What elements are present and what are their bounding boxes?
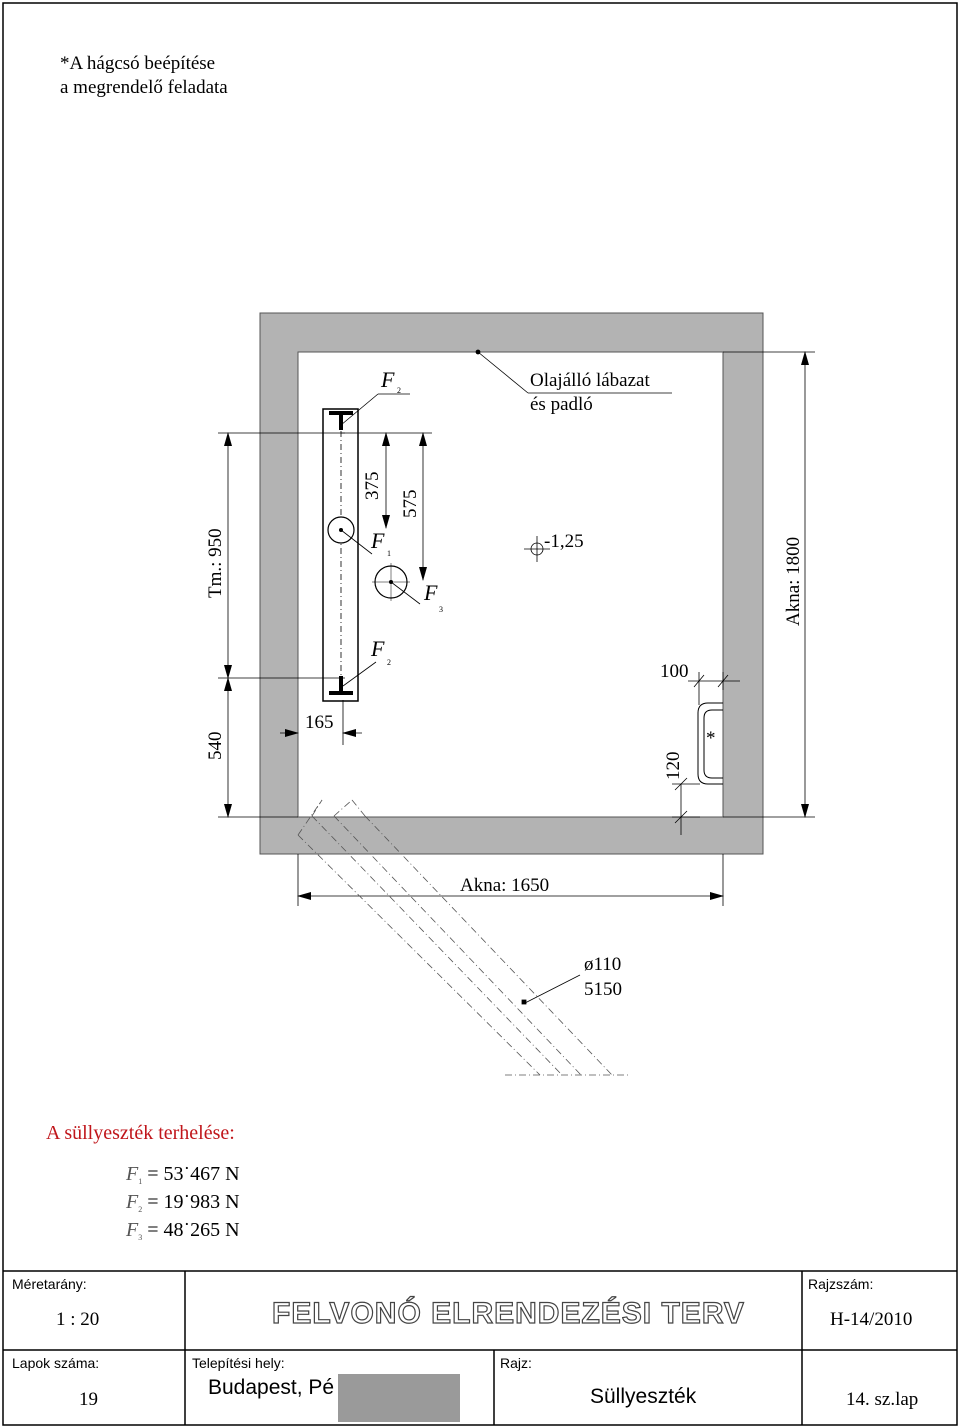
leader-lines	[340, 349, 672, 687]
f2-bottom-label: F	[370, 636, 385, 661]
drawing-type-label: Rajz:	[500, 1355, 532, 1371]
dimension-100-120	[672, 672, 740, 835]
dimension-165-text: 165	[305, 712, 334, 733]
drain-pipe	[297, 799, 630, 1076]
load-f1-sub: 1	[138, 1177, 143, 1186]
f3-label: F	[423, 580, 438, 605]
load-f3-symbol: F	[126, 1219, 139, 1241]
f2-bottom-sub: 2	[387, 658, 391, 667]
floor-note-line2: és padló	[530, 394, 593, 415]
f3-sub: 3	[439, 605, 443, 614]
drawing-number-value: H-14/2010	[830, 1309, 913, 1330]
dimension-left	[218, 432, 345, 818]
dimension-375-text: 375	[362, 472, 383, 501]
f2-top-sub: 2	[397, 386, 401, 395]
redacted-area	[338, 1374, 460, 1422]
load-row-f2: F2 = 19˙983 N	[126, 1191, 240, 1214]
scale-value: 1 : 20	[56, 1309, 100, 1330]
dimension-120-text: 120	[663, 752, 684, 781]
loads-title: A süllyeszték terhelése:	[46, 1122, 235, 1144]
drawing-title: FELVONÓ ELRENDEZÉSI TERV	[271, 1296, 745, 1330]
dimension-540-text: 540	[205, 732, 226, 761]
load-f2-sub: 2	[138, 1205, 143, 1214]
load-row-f3: F3 = 48˙265 N	[126, 1219, 240, 1242]
load-row-f1: F1 = 53˙467 N	[126, 1163, 240, 1186]
installation-note-line1: *A hágcsó beépítése	[60, 53, 216, 74]
dimension-tm-text: Tm.: 950	[205, 528, 226, 598]
pipe-leader	[521, 974, 581, 1005]
pit-walls	[259, 312, 764, 855]
load-f1-symbol: F	[126, 1163, 139, 1185]
f1-label: F	[370, 528, 385, 553]
guide-rail	[322, 408, 359, 702]
title-block-frame	[3, 1270, 957, 1425]
floor-note-line1: Olajálló lábazat	[530, 370, 650, 391]
pipe-length-text: 5150	[584, 979, 622, 1000]
level-value: -1,25	[544, 531, 584, 552]
pipe-diameter-text: ø110	[584, 954, 621, 975]
dimension-akna-width-text: Akna: 1650	[460, 875, 549, 896]
dimension-akna-width	[297, 854, 724, 906]
f1-sub: 1	[387, 549, 391, 558]
level-mark	[524, 536, 550, 562]
f2-top-label: F	[380, 367, 395, 392]
dimension-165	[280, 700, 362, 745]
ladder-niche	[697, 702, 723, 785]
location-value: Budapest, Pé	[208, 1376, 335, 1399]
page-number-value: 14. sz.lap	[846, 1389, 919, 1410]
scale-label: Méretarány:	[12, 1276, 87, 1292]
dimension-575-text: 575	[400, 490, 421, 519]
installation-note-line2: a megrendelő feladata	[60, 77, 228, 98]
installation-note: *A hágcsó beépítése a megrendelő feladat…	[60, 52, 228, 100]
location-label: Telepítési hely:	[192, 1355, 285, 1371]
load-f3-value: = 48˙265 N	[147, 1219, 240, 1241]
dimension-akna-height	[723, 351, 815, 818]
dimension-375-575	[341, 432, 432, 581]
load-f1-value: = 53˙467 N	[147, 1163, 240, 1185]
load-f3-sub: 3	[138, 1233, 143, 1242]
drawing-number-label: Rajzszám:	[808, 1276, 874, 1292]
ladder-asterisk: *	[706, 728, 716, 749]
sheets-value: 19	[79, 1389, 98, 1410]
sheets-label: Lapok száma:	[12, 1355, 100, 1371]
dimension-100-text: 100	[660, 661, 689, 682]
load-f2-value: = 19˙983 N	[147, 1191, 240, 1213]
load-f2-symbol: F	[126, 1191, 139, 1213]
dimension-akna-height-text: Akna: 1800	[783, 537, 804, 626]
drawing-type-value: Süllyeszték	[590, 1385, 697, 1408]
